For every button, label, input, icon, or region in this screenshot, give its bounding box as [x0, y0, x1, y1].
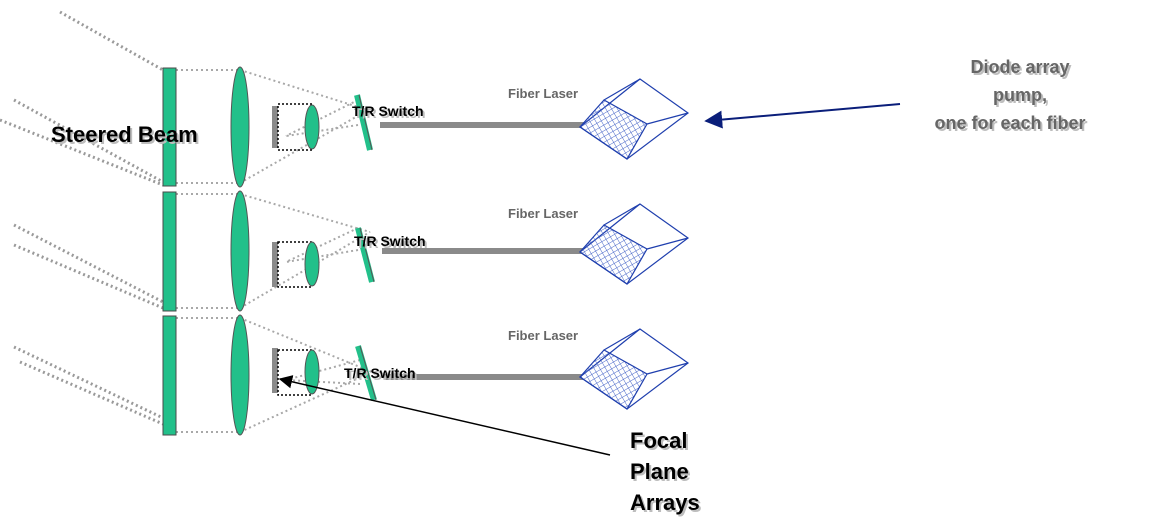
tr-switch-label: T/R Switch [344, 365, 416, 381]
steered-beam-lines [0, 10, 164, 187]
focusing-lens [304, 349, 320, 395]
fiber-laser [384, 374, 586, 380]
svg-text:Plane: Plane [632, 461, 691, 486]
pump-arrow [704, 103, 901, 129]
aperture-lens-lines [176, 317, 373, 433]
channel-2: Fiber Laser T/R Switch T/R Switch [13, 190, 690, 312]
channel-3: Fiber Laser T/R Switch T/R Switch [13, 314, 690, 436]
svg-text:Focal: Focal [632, 430, 689, 455]
focal-label-line3: Arrays [630, 490, 700, 515]
focal-plane-annotation: Focal Focal Plane Plane Arrays Arrays [630, 428, 702, 517]
collimating-lens [230, 314, 250, 436]
tr-switch-label-shadow: T/R Switch [354, 105, 426, 121]
svg-text:one for each fiber: one for each fiber [936, 115, 1087, 135]
svg-text:Arrays: Arrays [632, 492, 702, 517]
steered-beam-lines [13, 223, 164, 310]
pump-annotation: Diode array Diode array pump, pump, one … [934, 57, 1087, 135]
fiber-laser [380, 122, 585, 128]
tr-switch-mirror-edge [358, 94, 373, 151]
tr-switch-label-shadow: T/R Switch [356, 235, 428, 251]
svg-text:pump,: pump, [995, 87, 1049, 107]
svg-text:Diode array: Diode array [972, 59, 1071, 79]
focal-plane-array [272, 106, 278, 148]
focal-plane-array [272, 242, 278, 287]
collimating-lens [230, 66, 250, 188]
diode-array-pump [578, 203, 690, 285]
focal-label-line2: Plane [630, 459, 689, 484]
tr-switch-label: T/R Switch [354, 233, 426, 249]
focal-label-line1: Focal [630, 428, 687, 453]
steered-beam-label: Steered Beam [51, 122, 198, 147]
diode-array-pump [578, 328, 690, 410]
aperture-plate [162, 315, 177, 436]
diode-array-pump [578, 78, 690, 160]
tr-switch-mirror [354, 94, 373, 151]
steered-beam-lines [13, 345, 164, 426]
tr-switch-label: T/R Switch [352, 103, 424, 119]
fiber-laser-label: Fiber Laser [508, 328, 578, 343]
tr-switch-mirror [355, 227, 375, 283]
fiber-laser [382, 248, 586, 254]
collimating-lens [230, 190, 250, 312]
steered-beam-label-shadow: Steered Beam [53, 124, 200, 149]
fiber-laser-label: Fiber Laser [508, 86, 578, 101]
aperture-plate [162, 191, 177, 312]
tr-switch-label-shadow: T/R Switch [346, 367, 418, 383]
tr-switch-mirror-edge [359, 227, 375, 283]
focusing-lens [304, 104, 320, 150]
tr-switch-mirror [355, 345, 377, 401]
pump-label-line3: one for each fiber [934, 113, 1085, 133]
fiber-laser-label: Fiber Laser [508, 206, 578, 221]
tr-switch-mirror-edge [359, 345, 377, 401]
pump-label-line2: pump, [993, 85, 1047, 105]
aperture-plate [162, 67, 177, 187]
focal-plane-array [272, 348, 278, 393]
focusing-lens [304, 241, 320, 287]
focal-plane-arrow [278, 375, 611, 456]
aperture-lens-lines [176, 69, 369, 184]
pump-label-line1: Diode array [970, 57, 1069, 77]
channel-1: Fiber Laser T/R Switch T/R Switch Steere… [0, 10, 690, 188]
